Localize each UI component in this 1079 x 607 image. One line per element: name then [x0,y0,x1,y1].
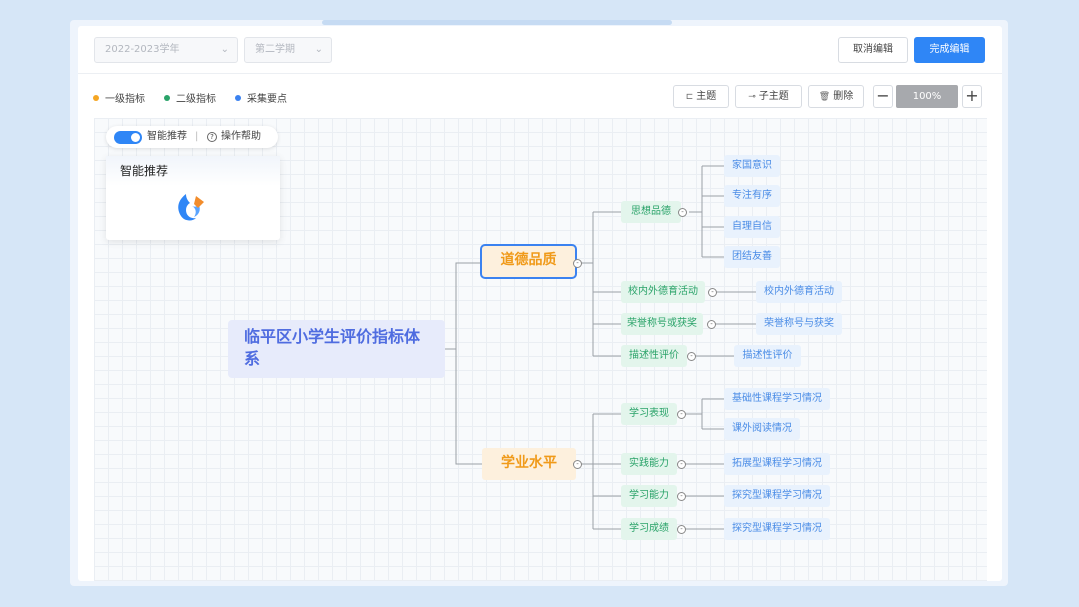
leaf-node[interactable]: 基础性课程学习情况 [724,388,830,410]
legend-label: 二级指标 [176,94,216,105]
leaf-node[interactable]: 团结友善 [724,246,780,268]
subtopic-icon: ⊸ [748,92,756,102]
legend-item-level1: 一级指标 [93,90,145,105]
level2-node[interactable]: 荣誉称号或获奖 [621,313,703,335]
collapse-icon[interactable]: - [707,320,716,329]
leaf-node[interactable]: 校内外德育活动 [756,281,842,303]
collapse-icon[interactable]: - [573,259,582,268]
help-link[interactable]: ? 操作帮助 [207,126,261,148]
chevron-down-icon: ⌄ [220,44,229,55]
leaf-node[interactable]: 拓展型课程学习情况 [724,453,830,475]
help-circle-icon: ? [207,132,217,142]
leaf-node[interactable]: 专注有序 [724,185,780,207]
level2-node[interactable]: 实践能力 [621,453,677,475]
delete-label: 删除 [833,91,854,102]
leaf-node[interactable]: 描述性评价 [734,345,801,367]
top-toolbar: 2022-2023学年 ⌄ 第二学期 ⌄ 取消编辑 完成编辑 [78,26,1002,74]
editor-panel: 2022-2023学年 ⌄ 第二学期 ⌄ 取消编辑 完成编辑 一级指标 二级指标… [78,26,1002,581]
legend-item-points: 采集要点 [235,90,287,105]
collapse-icon[interactable]: - [687,352,696,361]
connector-line [445,262,482,350]
finish-edit-button[interactable]: 完成编辑 [914,37,985,63]
smart-recommend-label: 智能推荐 [147,131,187,142]
recommendation-card-title: 智能推荐 [106,156,280,186]
top-accent-bar [322,20,672,25]
collapse-icon[interactable]: - [677,410,686,419]
add-topic-label: 主题 [696,91,717,102]
level2-node[interactable]: 学习成绩 [621,518,677,540]
assistant-logo-icon [172,192,208,224]
cancel-edit-button[interactable]: 取消编辑 [838,37,908,63]
zoom-out-button[interactable]: − [873,85,893,108]
term-select[interactable]: 第二学期 ⌄ [244,37,332,63]
year-select[interactable]: 2022-2023学年 ⌄ [94,37,238,63]
legend-dot-icon [164,95,170,101]
mindmap-connectors [445,165,756,530]
add-subtopic-button[interactable]: ⊸子主题 [735,85,802,108]
trash-icon: 🗑 [818,92,831,102]
collapse-icon[interactable]: - [677,525,686,534]
chip-divider: | [195,131,199,142]
leaf-node[interactable]: 荣誉称号与获奖 [756,313,842,335]
level2-node[interactable]: 学习能力 [621,485,677,507]
legend-label: 一级指标 [105,94,145,105]
leaf-node[interactable]: 探究型课程学习情况 [724,518,830,540]
connector-line [455,349,482,465]
level2-node[interactable]: 思想品德 [621,201,681,223]
legend-dot-icon [235,95,241,101]
collapse-icon[interactable]: - [677,492,686,501]
leaf-node[interactable]: 课外阅读情况 [724,418,800,440]
mindmap-root-node[interactable]: 临平区小学生评价指标体系 [228,320,445,378]
zoom-level: 100% [896,85,958,108]
leaf-node[interactable]: 自理自信 [724,216,780,238]
root-label: 临平区小学生评价指标体系 [244,327,421,368]
level2-node[interactable]: 描述性评价 [621,345,687,367]
smart-recommend-toggle[interactable] [114,131,142,144]
zoom-in-button[interactable]: + [962,85,982,108]
add-topic-button[interactable]: ⊏主题 [673,85,729,108]
collapse-icon[interactable]: - [678,208,687,217]
add-subtopic-label: 子主题 [758,91,789,102]
legend-label: 采集要点 [247,94,287,105]
help-label: 操作帮助 [221,131,261,142]
level1-node-moral[interactable]: 道德品质 [480,244,577,279]
chevron-down-icon: ⌄ [314,44,323,55]
topic-icon: ⊏ [685,92,694,102]
delete-button[interactable]: 🗑删除 [808,85,864,108]
collapse-icon[interactable]: - [708,288,717,297]
level2-node[interactable]: 校内外德育活动 [621,281,705,303]
legend-dot-icon [93,95,99,101]
level2-node[interactable]: 学习表现 [621,403,677,425]
collapse-icon[interactable]: - [573,460,582,469]
leaf-node[interactable]: 家国意识 [724,155,780,177]
term-select-value: 第二学期 [255,44,295,55]
assistant-chip: 智能推荐 | ? 操作帮助 [106,126,278,148]
level1-node-academic[interactable]: 学业水平 [482,448,576,480]
collapse-icon[interactable]: - [677,460,686,469]
year-select-value: 2022-2023学年 [105,44,180,55]
leaf-node[interactable]: 探究型课程学习情况 [724,485,830,507]
legend-item-level2: 二级指标 [164,90,216,105]
recommendation-card: 智能推荐 [106,156,280,240]
